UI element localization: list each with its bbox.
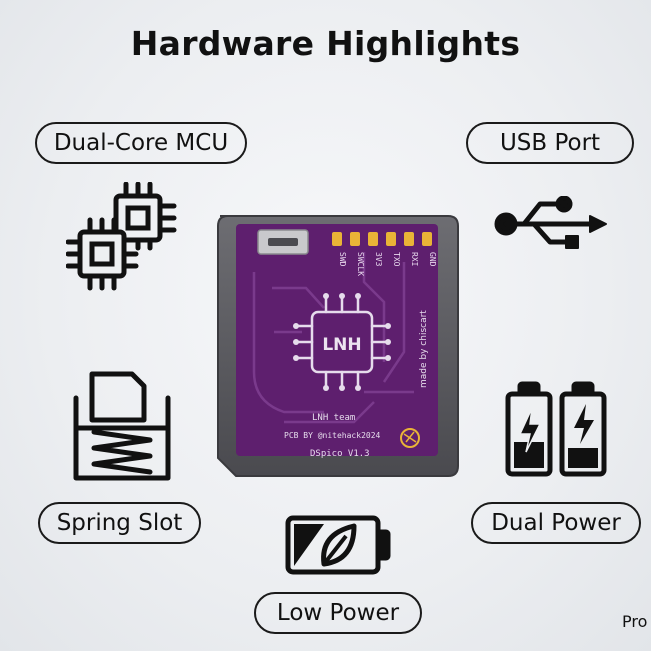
dspico-board-image: SWD SWCLK 3V3 TXO RXI GND LNH made by ch… xyxy=(217,215,459,477)
credit-text: made by chiscart xyxy=(419,310,429,388)
model-text: DSpico V1.3 xyxy=(310,449,370,459)
usb-port-label: USB Port xyxy=(466,122,634,164)
dual-power-label: Dual Power xyxy=(471,502,641,544)
pin-label-gnd: GND xyxy=(428,252,437,267)
dual-battery-icon xyxy=(505,381,607,477)
pin-label-txo: TXO xyxy=(392,252,401,267)
leaf-battery-icon xyxy=(285,515,391,575)
pin-label-rxi: RXI xyxy=(410,252,419,267)
page-title: Hardware Highlights xyxy=(130,24,521,63)
pin-label-swd: SWD xyxy=(338,252,347,267)
dual-chip-icon xyxy=(66,182,177,291)
board-logo-icon xyxy=(400,428,420,448)
spring-slot-label: Spring Slot xyxy=(38,502,201,544)
low-power-label: Low Power xyxy=(254,592,422,634)
sd-card-spring-icon xyxy=(73,371,171,481)
chip-label: LNH xyxy=(322,335,361,355)
usb-icon xyxy=(494,196,607,249)
pin-label-swclk: SWCLK xyxy=(356,252,365,276)
dual-core-mcu-label: Dual-Core MCU xyxy=(35,122,247,164)
team-text: LNH team xyxy=(312,413,355,423)
pin-label-3v3: 3V3 xyxy=(374,252,383,267)
pcb-by-text: PCB BY @nitehack2024 xyxy=(284,431,381,440)
truncated-text: Pro xyxy=(622,612,648,631)
